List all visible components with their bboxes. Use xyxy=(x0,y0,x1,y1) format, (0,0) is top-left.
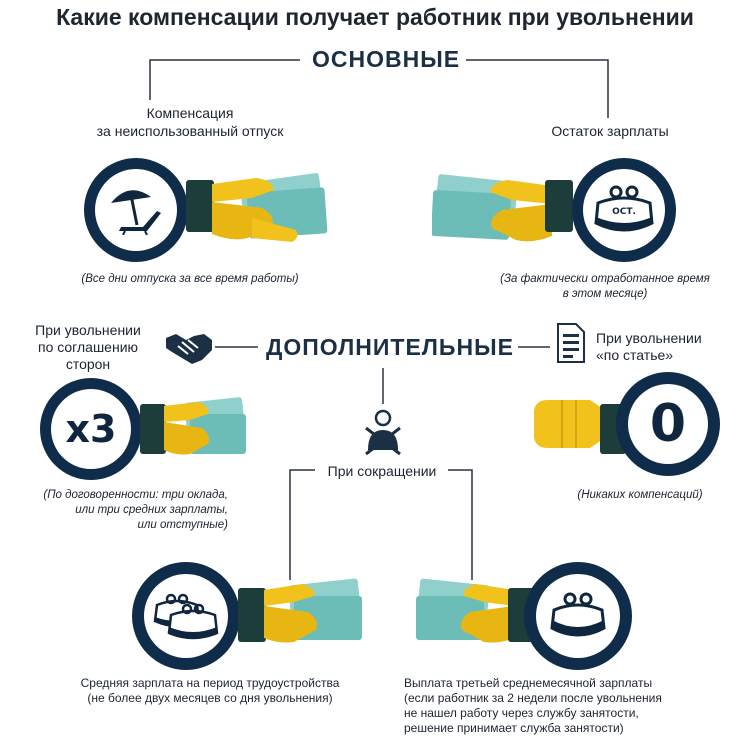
agreement-note-line3: или отступные) xyxy=(137,519,229,531)
agreement-note-line2: или три средних зарплаты, xyxy=(75,504,228,516)
purse-icon: ОСТ. xyxy=(594,185,654,232)
article-circle: 0 xyxy=(616,372,720,476)
article-label: При увольнении «по статье» xyxy=(596,330,746,364)
vacation-circle xyxy=(84,158,188,262)
salary-note-line2: в этом месяце) xyxy=(562,288,648,300)
agreement-cuff xyxy=(140,404,166,454)
agreement-inner: x3 xyxy=(51,389,131,469)
third-salary-note-line3: не нашел работу через службу занятости, xyxy=(404,706,639,720)
avg-salary-note-line1: Средняя зарплата на период трудоустройст… xyxy=(80,676,340,690)
salary-cuff xyxy=(545,180,573,232)
agreement-note: (По договоренности: три оклада, или три … xyxy=(18,488,228,533)
document-icon xyxy=(557,323,585,363)
beach-umbrella-icon xyxy=(111,190,161,235)
third-salary-note: Выплата третьей среднемесячной зарплаты … xyxy=(404,676,744,736)
salary-label: Остаток зарплаты xyxy=(551,123,669,139)
avg-salary-note: Средняя зарплата на период трудоустройст… xyxy=(40,676,380,706)
person-crossed-icon xyxy=(365,409,401,456)
hand-money-left-icon xyxy=(416,578,514,643)
vacation-label-line1: Компенсация xyxy=(146,105,234,121)
third-salary-note-line4: решение принимает служба занятости) xyxy=(404,721,624,735)
salary-note: (За фактически отработанное время в этом… xyxy=(470,272,740,302)
avg-salary-note-line2: (не более двух месяцев со дня увольнения… xyxy=(87,691,333,705)
article-inner: 0 xyxy=(628,384,708,464)
handshake-icon xyxy=(166,334,212,364)
hand-money-icon xyxy=(264,578,362,643)
hand-money-left-icon xyxy=(432,174,552,242)
purse-icon xyxy=(153,593,219,640)
salary-note-line1: (За фактически отработанное время xyxy=(500,273,710,285)
hand-money-icon xyxy=(212,173,328,242)
agreement-note-line1: (По договоренности: три оклада, xyxy=(43,489,228,501)
fist-icon xyxy=(534,400,602,448)
third-salary-note-line2: (если работник за 2 недели после увольне… xyxy=(404,691,662,705)
avg-salary-inner xyxy=(144,574,228,658)
section-main-heading: ОСНОВНЫЕ xyxy=(306,46,467,73)
vacation-note: (Все дни отпуска за все время работы) xyxy=(81,273,299,285)
third-salary-inner xyxy=(536,574,620,658)
agreement-circle: x3 xyxy=(40,378,142,480)
article-label-line2: «по статье» xyxy=(596,347,674,363)
agreement-label-line2: по соглашению xyxy=(37,339,139,355)
purse-icon xyxy=(550,592,606,637)
article-label-line1: При увольнении xyxy=(596,330,702,346)
agreement-circle-text: x3 xyxy=(65,407,117,451)
salary-circle: ОСТ. xyxy=(572,158,676,262)
vacation-cuff xyxy=(186,180,214,232)
article-note: (Никаких компенсаций) xyxy=(577,489,703,501)
agreement-label: При увольнении по соглашению сторон xyxy=(18,322,158,373)
article-circle-text: 0 xyxy=(649,394,687,454)
vacation-inner xyxy=(95,169,177,251)
hand-money-icon xyxy=(164,397,246,455)
page-title: Какие компенсации получает работник при … xyxy=(56,4,694,30)
third-salary-note-line1: Выплата третьей среднемесячной зарплаты xyxy=(404,676,653,690)
avg-salary-cuff xyxy=(238,588,266,642)
section-additional-heading: ДОПОЛНИТЕЛЬНЫЕ xyxy=(262,334,518,361)
vacation-label: Компенсация за неиспользованный отпуск xyxy=(60,104,320,140)
avg-salary-circle xyxy=(132,562,240,670)
third-salary-circle xyxy=(524,562,632,670)
agreement-label-line1: При увольнении xyxy=(35,322,141,338)
reduction-label: При сокращении xyxy=(318,462,446,480)
salary-inner: ОСТ. xyxy=(583,169,665,251)
vacation-label-line2: за неиспользованный отпуск xyxy=(96,123,284,139)
purse-text: ОСТ. xyxy=(612,207,636,217)
agreement-label-line3: сторон xyxy=(65,356,111,372)
